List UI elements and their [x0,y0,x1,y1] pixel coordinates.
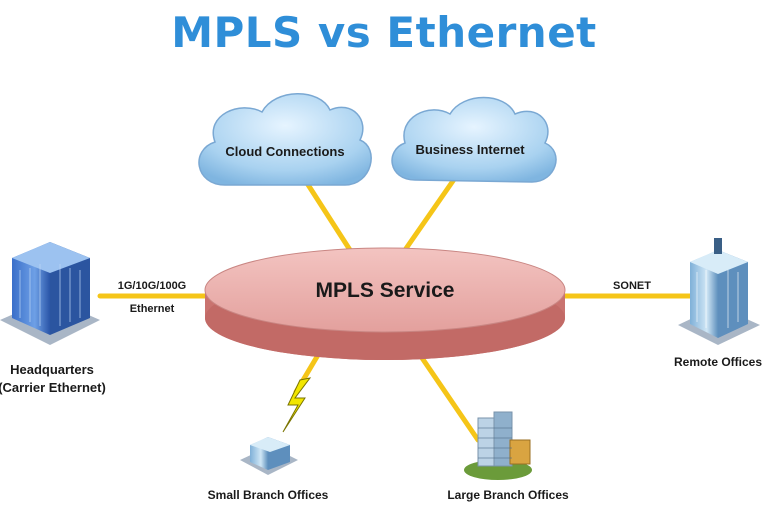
mpls-service-disc: MPLS Service [204,247,566,360]
diagram-title: MPLS vs Ethernet [171,8,597,57]
link-business-internet [402,175,458,253]
building-icon [464,411,532,480]
headquarters-label: Headquarters [10,362,94,377]
small-building-icon [240,437,298,475]
headquarters-sublabel: (Carrier Ethernet) [0,380,106,395]
link-cloud-connections [302,177,353,253]
hq-link-type-label: Ethernet [130,303,175,315]
building-icon [0,242,100,345]
building-icon [678,238,760,345]
small-branch-label: Small Branch Offices [208,488,329,502]
cloud-icon: Cloud Connections [198,93,372,186]
business-internet-label: Business Internet [415,142,525,157]
link-lines [97,175,693,443]
cloud-connections-label: Cloud Connections [225,144,344,159]
large-branch-label: Large Branch Offices [447,488,569,502]
remote-offices-label: Remote Offices [674,355,762,369]
mpls-service-label: MPLS Service [316,279,455,302]
remote-link-type-label: SONET [613,280,651,292]
hq-speed-label: 1G/10G/100G [118,280,187,292]
link-large-branch [417,352,481,443]
cloud-icon: Business Internet [391,96,557,183]
lightning-icon [282,377,312,433]
